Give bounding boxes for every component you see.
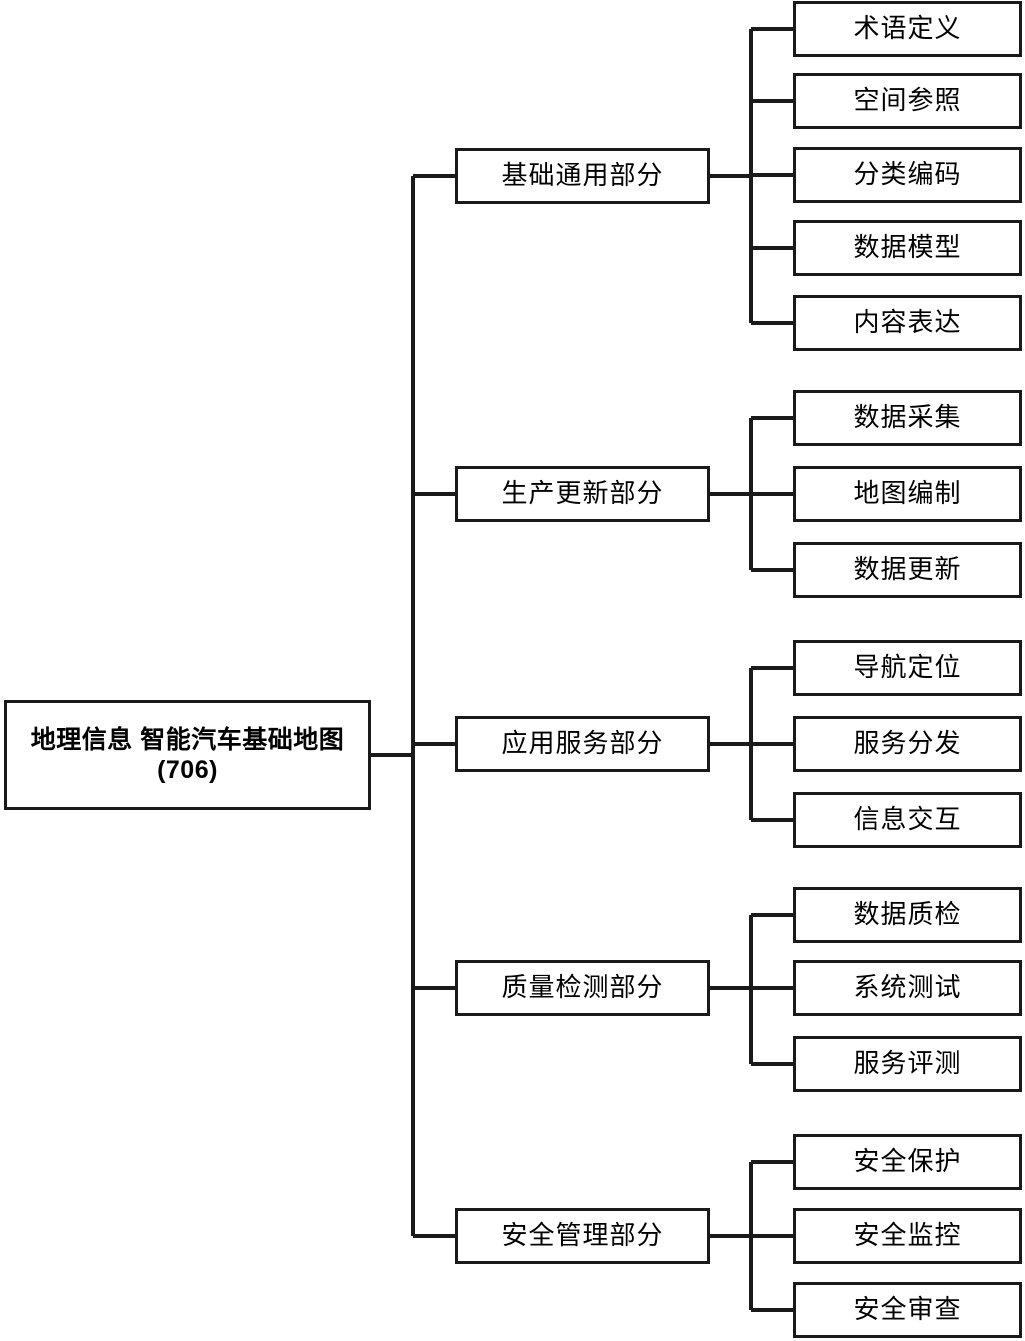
leaf-node-4-3: 服务评测 [793, 1036, 1022, 1092]
branch-label: 安全管理部分 [501, 1220, 664, 1251]
leaf-node-3-2: 服务分发 [793, 716, 1022, 772]
branch-node-5: 安全管理部分 [455, 1208, 710, 1264]
leaf-node-4-2: 系统测试 [793, 960, 1022, 1016]
branch-label: 基础通用部分 [501, 160, 664, 191]
leaf-node-1-3: 分类编码 [793, 147, 1022, 203]
leaf-node-2-1: 数据采集 [793, 390, 1022, 446]
leaf-label: 系统测试 [853, 972, 962, 1003]
leaf-node-4-1: 数据质检 [793, 887, 1022, 943]
leaf-label: 服务分发 [853, 728, 962, 759]
leaf-label: 导航定位 [853, 652, 962, 683]
leaf-label: 安全审查 [853, 1294, 962, 1325]
leaf-node-5-2: 安全监控 [793, 1208, 1022, 1264]
leaf-label: 分类编码 [853, 159, 962, 190]
leaf-node-1-4: 数据模型 [793, 220, 1022, 276]
branch-label: 质量检测部分 [501, 972, 664, 1003]
branch-node-2: 生产更新部分 [455, 466, 710, 522]
branch-node-3: 应用服务部分 [455, 716, 710, 772]
leaf-label: 地图编制 [853, 478, 962, 509]
branch-node-4: 质量检测部分 [455, 960, 710, 1016]
root-label-line2: (706) [157, 756, 218, 784]
leaf-node-1-5: 内容表达 [793, 295, 1022, 351]
leaf-label: 空间参照 [853, 85, 962, 116]
leaf-label: 服务评测 [853, 1048, 962, 1079]
leaf-node-5-1: 安全保护 [793, 1134, 1022, 1190]
leaf-node-5-3: 安全审查 [793, 1282, 1022, 1338]
leaf-label: 数据采集 [853, 402, 962, 433]
branch-node-1: 基础通用部分 [455, 148, 710, 204]
leaf-label: 数据模型 [853, 232, 962, 263]
leaf-label: 安全监控 [853, 1220, 962, 1251]
leaf-label: 安全保护 [853, 1146, 962, 1177]
leaf-label: 内容表达 [853, 307, 962, 338]
branch-label: 应用服务部分 [501, 728, 664, 759]
root-node: 地理信息 智能汽车基础地图(706) [4, 700, 371, 810]
leaf-node-2-2: 地图编制 [793, 466, 1022, 522]
leaf-node-3-3: 信息交互 [793, 792, 1022, 848]
leaf-node-2-3: 数据更新 [793, 542, 1022, 598]
leaf-label: 数据更新 [853, 554, 962, 585]
leaf-label: 信息交互 [853, 804, 962, 835]
leaf-label: 数据质检 [853, 899, 962, 930]
leaf-node-3-1: 导航定位 [793, 640, 1022, 696]
root-label-line1: 地理信息 智能汽车基础地图 [30, 725, 345, 754]
leaf-node-1-1: 术语定义 [793, 1, 1022, 57]
leaf-node-1-2: 空间参照 [793, 73, 1022, 129]
branch-label: 生产更新部分 [501, 478, 664, 509]
leaf-label: 术语定义 [853, 13, 962, 44]
